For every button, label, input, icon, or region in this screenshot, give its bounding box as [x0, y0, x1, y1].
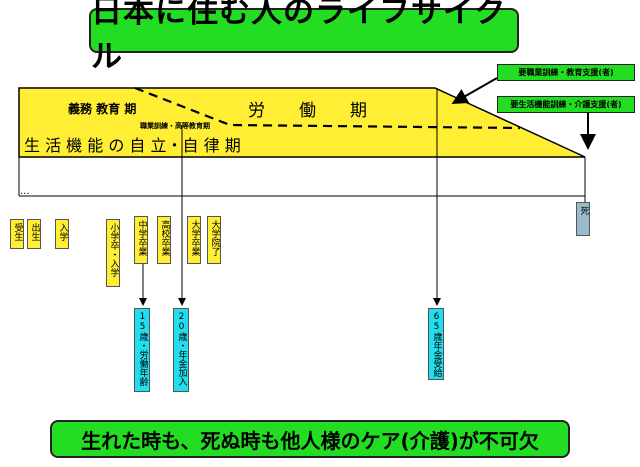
life-function-label: 生 活 機 能 の 自 立・自 律 期: [24, 136, 241, 155]
event-elementary-graduation: 小学卒・入学: [106, 219, 120, 287]
event-school-entry: 入学: [55, 219, 69, 249]
event-graduate-school-completion: 大学院了: [207, 216, 221, 264]
milestone-age-65-pension-receipt: 65歳年金受給: [428, 308, 444, 380]
bottom-message: 生れた時も、死ぬ時も他人様のケア(介護)が不可欠: [50, 420, 570, 458]
milestone-age-20-pension-enrollment: 20歳・年金加入: [173, 308, 189, 392]
milestone-age-15-working-age: 15歳・労働年齢: [134, 308, 150, 392]
compulsory-education-label: 義務 教育 期: [68, 102, 137, 116]
event-death: 死: [576, 202, 590, 236]
event-conception: 受生: [10, 219, 24, 249]
event-birth: 出生: [27, 219, 41, 249]
labor-period-label: 労 働 期: [248, 101, 367, 121]
event-junior-high-graduation: 中学卒業: [134, 216, 148, 264]
event-university-graduation: 大学卒業: [187, 216, 201, 264]
callout-vocational-support: 要職業訓練・教育支援(者): [497, 64, 635, 81]
education-boundary-dashed: [134, 86, 521, 130]
timeline-dots: ...: [20, 186, 30, 197]
event-high-school-graduation: 高校卒業: [157, 216, 171, 264]
vocational-period-label: 職業訓練・高等教育期: [140, 122, 210, 130]
callout-top-arrow: [451, 77, 498, 104]
callout-care-support: 要生活機能訓練・介護支援(者): [497, 96, 635, 113]
